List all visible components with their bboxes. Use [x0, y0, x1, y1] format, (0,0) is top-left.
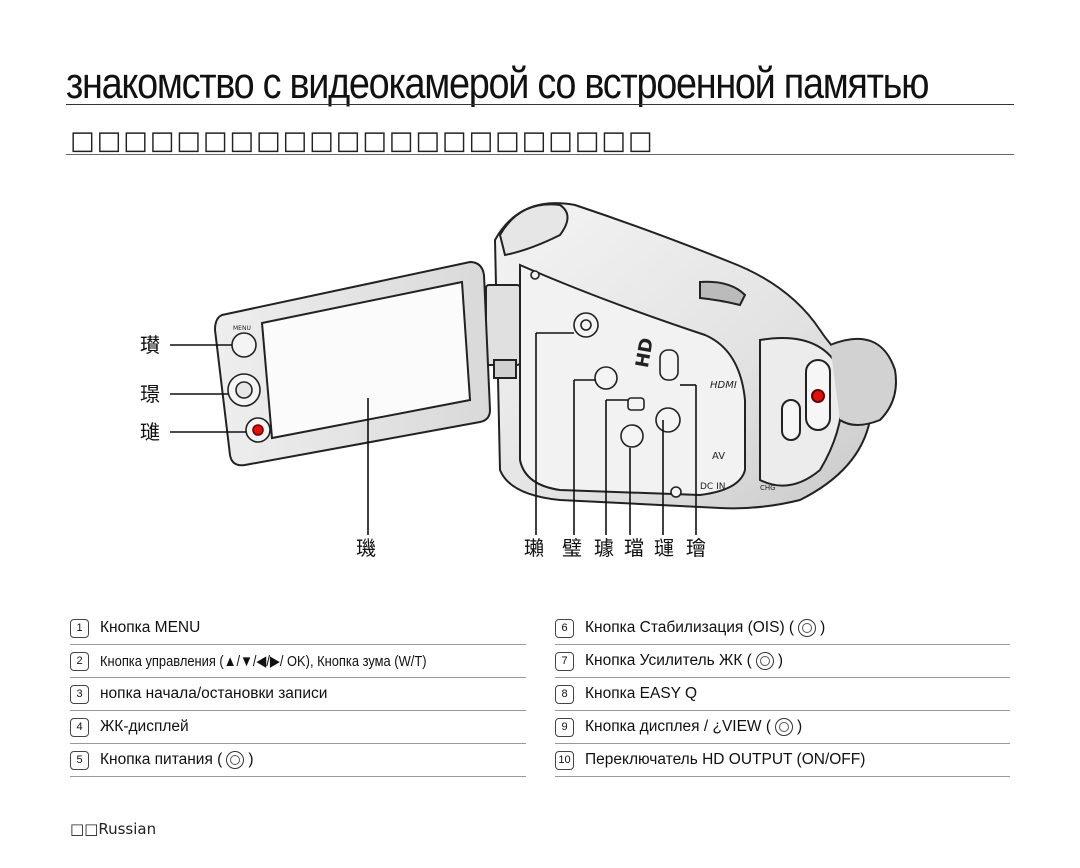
- svg-text:AV: AV: [712, 451, 725, 462]
- callout-9: 璭: [654, 536, 674, 560]
- svg-text:DC IN: DC IN: [700, 482, 725, 492]
- callout-7: 璩: [594, 536, 614, 560]
- table-row: 1 Кнопка MENU: [70, 612, 526, 645]
- row-number: 4: [70, 717, 89, 737]
- title-divider: [66, 104, 1014, 105]
- table-row: 3 нопка начала/остановки записи: [70, 678, 526, 711]
- lcd-hinge: [485, 284, 521, 379]
- row-label: нопка начала/остановки записи: [100, 685, 328, 702]
- table-row: 4 ЖК-дисплей: [70, 711, 526, 744]
- row-number: 9: [555, 717, 574, 737]
- lcd-enhancer-icon: [755, 652, 774, 670]
- callout-3: 璡: [140, 420, 160, 444]
- row-label: Кнопка дисплея / ¿VIEW (: [585, 718, 772, 735]
- table-row: 6 Кнопка Стабилизация (OIS) ( ): [555, 612, 1010, 645]
- svg-text:HD: HD: [632, 336, 658, 369]
- row-suffix: ): [248, 751, 254, 768]
- row-suffix: ): [797, 718, 803, 735]
- callout-4: 璣: [356, 536, 376, 560]
- row-label: Кнопка MENU: [100, 619, 201, 636]
- side-buttons: [530, 270, 682, 498]
- row-number: 10: [555, 750, 574, 770]
- row-number: 5: [70, 750, 89, 770]
- page-title: знакомство с видеокамерой со встроенной …: [66, 59, 929, 108]
- callout-10: 璯: [686, 536, 706, 560]
- row-suffix: ): [820, 619, 826, 636]
- row-label: Кнопка Стабилизация (OIS) (: [585, 619, 795, 636]
- display-icon: [775, 718, 794, 736]
- row-number: 2: [70, 651, 89, 671]
- table-row: 2 Кнопка управления (▲/▼/◀/▶/ OK), Кнопк…: [70, 645, 526, 678]
- row-number: 1: [70, 618, 89, 638]
- page-footer: □□Russian: [70, 820, 157, 838]
- row-label: Кнопка EASY Q: [585, 685, 698, 702]
- table-row: 10 Переключатель HD OUTPUT (ON/OFF): [555, 744, 1010, 777]
- camera-body: [493, 202, 897, 510]
- row-number: 7: [555, 651, 574, 671]
- page-subtitle: □□□□□□□□□□□□□□□□□□□□□□: [70, 126, 655, 156]
- row-label: Кнопка Усилитель ЖК (: [585, 652, 752, 669]
- row-number: 6: [555, 618, 574, 638]
- table-row: 7 Кнопка Усилитель ЖК ( ): [555, 645, 1010, 678]
- leader-lines: [170, 332, 697, 535]
- callout-8: 璫: [624, 536, 644, 560]
- body-labels: HD HDMI AV DC IN CHG: [632, 336, 776, 492]
- callout-5: 瓎: [524, 536, 544, 560]
- row-label: Кнопка управления (▲/▼/◀/▶/ OK), Кнопка …: [100, 653, 427, 670]
- ois-icon: [798, 619, 817, 637]
- callout-6: 璧: [562, 536, 582, 560]
- lcd-buttons: MENU: [227, 325, 271, 443]
- row-number: 3: [70, 684, 89, 704]
- parts-table-right: 6 Кнопка Стабилизация (OIS) ( ) 7 Кнопка…: [555, 612, 1010, 777]
- row-label: Кнопка питания (: [100, 751, 223, 768]
- svg-text:MENU: MENU: [233, 325, 251, 332]
- power-icon: [226, 751, 245, 769]
- table-row: 8 Кнопка EASY Q: [555, 678, 1010, 711]
- table-row: 9 Кнопка дисплея / ¿VIEW ( ): [555, 711, 1010, 744]
- row-label: ЖК-дисплей: [100, 718, 189, 735]
- row-number: 8: [555, 684, 574, 704]
- svg-text:CHG: CHG: [760, 484, 776, 492]
- row-suffix: ): [777, 652, 784, 669]
- lcd-panel: [213, 260, 492, 467]
- row-label: Переключатель HD OUTPUT (ON/OFF): [585, 751, 866, 768]
- parts-table-left: 1 Кнопка MENU 2 Кнопка управления (▲/▼/◀…: [70, 612, 526, 777]
- subtitle-divider: [66, 154, 1014, 155]
- callout-1: 瓉: [140, 333, 160, 357]
- callout-2: 璟: [140, 382, 160, 406]
- svg-text:HDMI: HDMI: [710, 380, 737, 391]
- table-row: 5 Кнопка питания ( ): [70, 744, 526, 777]
